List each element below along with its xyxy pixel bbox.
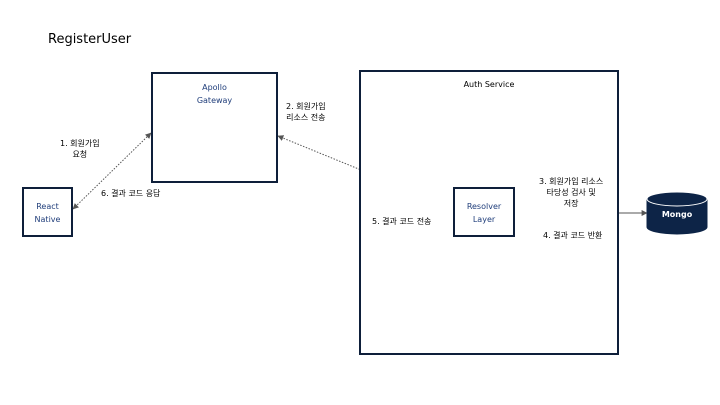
- edge-react-gateway: [72, 132, 152, 210]
- step-1-label: 1. 회원가입 요청: [60, 139, 100, 159]
- react-native-label-line2: Native: [34, 215, 61, 224]
- mongo-database-icon: [646, 191, 708, 235]
- step-3-label: 3. 회원가입 리소스 타당성 검사 및 저장: [539, 177, 604, 208]
- apollo-gateway-label-line2: Gateway: [196, 96, 233, 105]
- react-native-label-line1: React: [36, 202, 59, 211]
- step-2-label: 2. 회원가입 리소스 전송: [286, 102, 326, 122]
- resolver-layer-node: Resolver Layer: [453, 187, 515, 237]
- apollo-gateway-label-line1: Apollo: [202, 83, 227, 92]
- react-native-node: React Native: [22, 187, 73, 237]
- mongo-label: Mongo: [661, 210, 693, 219]
- diagram-title: RegisterUser: [48, 32, 132, 47]
- resolver-layer-label-line2: Layer: [472, 215, 496, 224]
- auth-service-label: Auth Service: [463, 80, 515, 89]
- step-6-label: 6. 결과 코드 응답: [101, 189, 161, 198]
- apollo-gateway-node: Apollo Gateway: [151, 72, 278, 183]
- step-5-label: 5. 결과 코드 전송: [372, 217, 432, 226]
- resolver-layer-label-line1: Resolver: [466, 202, 502, 211]
- step-4-label: 4. 결과 코드 반환: [543, 231, 603, 240]
